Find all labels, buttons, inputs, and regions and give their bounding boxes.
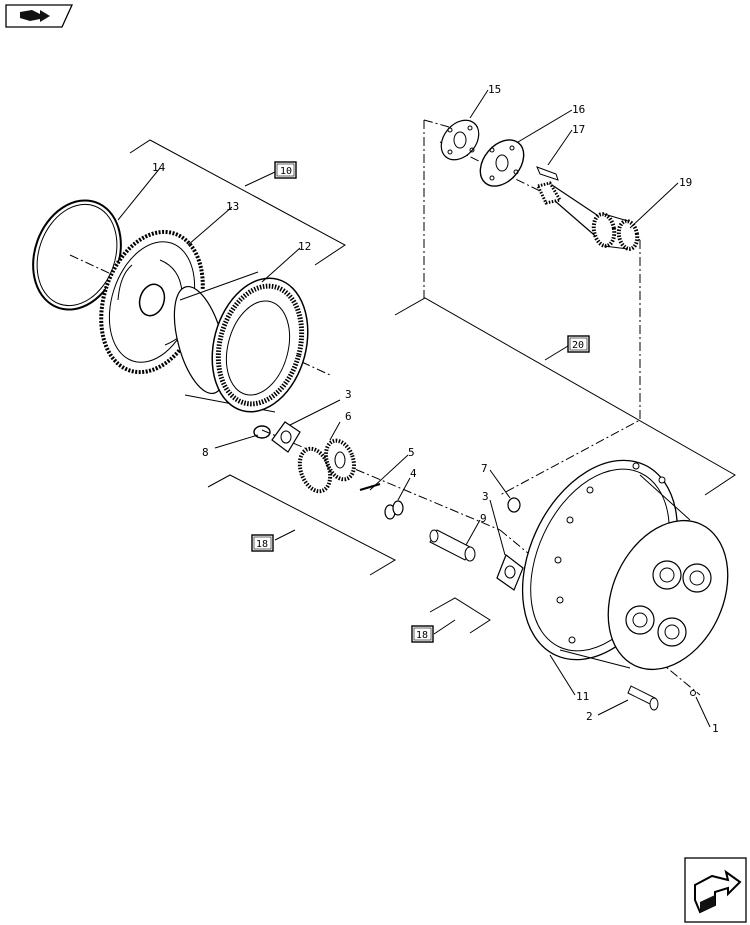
group-brackets bbox=[129, 139, 736, 635]
leader-lines bbox=[117, 89, 711, 728]
next-page-button[interactable] bbox=[684, 857, 747, 923]
group-ref-18-upper-label: 18 bbox=[256, 539, 268, 550]
part-5-pin bbox=[359, 483, 381, 491]
housing-bore bbox=[652, 560, 682, 590]
group-ref-box-10[interactable]: 10 bbox=[274, 161, 297, 179]
part-17-pin bbox=[536, 166, 559, 181]
part-19-sun-shaft bbox=[535, 181, 640, 251]
callout-13: 13 bbox=[226, 200, 239, 213]
callout-4: 4 bbox=[410, 467, 417, 480]
housing-bore bbox=[657, 617, 687, 647]
housing-bore bbox=[625, 605, 655, 635]
part-12-ring-gear bbox=[173, 271, 309, 413]
part-11-housing bbox=[521, 459, 729, 671]
part-6-planet-gear bbox=[297, 438, 357, 494]
part-2-bolt bbox=[627, 685, 659, 711]
group-ref-20-label: 20 bbox=[572, 340, 584, 351]
group-ref-10-label: 10 bbox=[280, 166, 292, 177]
callout-14: 14 bbox=[152, 161, 166, 174]
prev-page-arrow-icon bbox=[20, 10, 50, 22]
callout-7: 7 bbox=[481, 462, 488, 475]
group-ref-box-18-upper[interactable]: 18 bbox=[251, 534, 274, 552]
callout-19: 19 bbox=[679, 176, 692, 189]
group-ref-box-18-lower[interactable]: 18 bbox=[411, 625, 434, 643]
callout-2: 2 bbox=[586, 710, 593, 723]
callout-9: 9 bbox=[480, 512, 487, 525]
callout-16: 16 bbox=[572, 103, 585, 116]
prev-page-button[interactable] bbox=[5, 4, 74, 28]
part-3-thrust-washer-upper bbox=[271, 421, 301, 453]
callout-3-upper: 3 bbox=[345, 388, 352, 401]
part-1-plug bbox=[690, 690, 696, 696]
part-7-dowel bbox=[507, 497, 521, 513]
part-4-bushing bbox=[384, 500, 404, 520]
part-9-planet-shaft bbox=[429, 529, 476, 562]
callout-12: 12 bbox=[298, 240, 311, 253]
callout-8: 8 bbox=[202, 446, 209, 459]
callout-6: 6 bbox=[345, 410, 352, 423]
callout-labels: 1 2 3 3 4 5 6 7 8 9 11 12 13 14 15 16 17… bbox=[152, 83, 719, 735]
next-page-arrow-icon bbox=[694, 869, 742, 914]
part-15-gasket bbox=[440, 119, 480, 161]
callout-11: 11 bbox=[576, 690, 589, 703]
callout-15: 15 bbox=[488, 83, 501, 96]
callout-3-lower: 3 bbox=[482, 490, 489, 503]
part-8-clip bbox=[253, 425, 271, 439]
callout-1: 1 bbox=[712, 722, 719, 735]
group-ref-box-20[interactable]: 20 bbox=[567, 335, 590, 353]
callout-5: 5 bbox=[408, 446, 415, 459]
part-16-flange-plate bbox=[479, 139, 525, 187]
housing-bore bbox=[682, 563, 712, 593]
callout-17: 17 bbox=[572, 123, 585, 136]
group-ref-18-lower-label: 18 bbox=[416, 630, 428, 641]
part-3-thrust-washer-lower bbox=[496, 554, 524, 591]
